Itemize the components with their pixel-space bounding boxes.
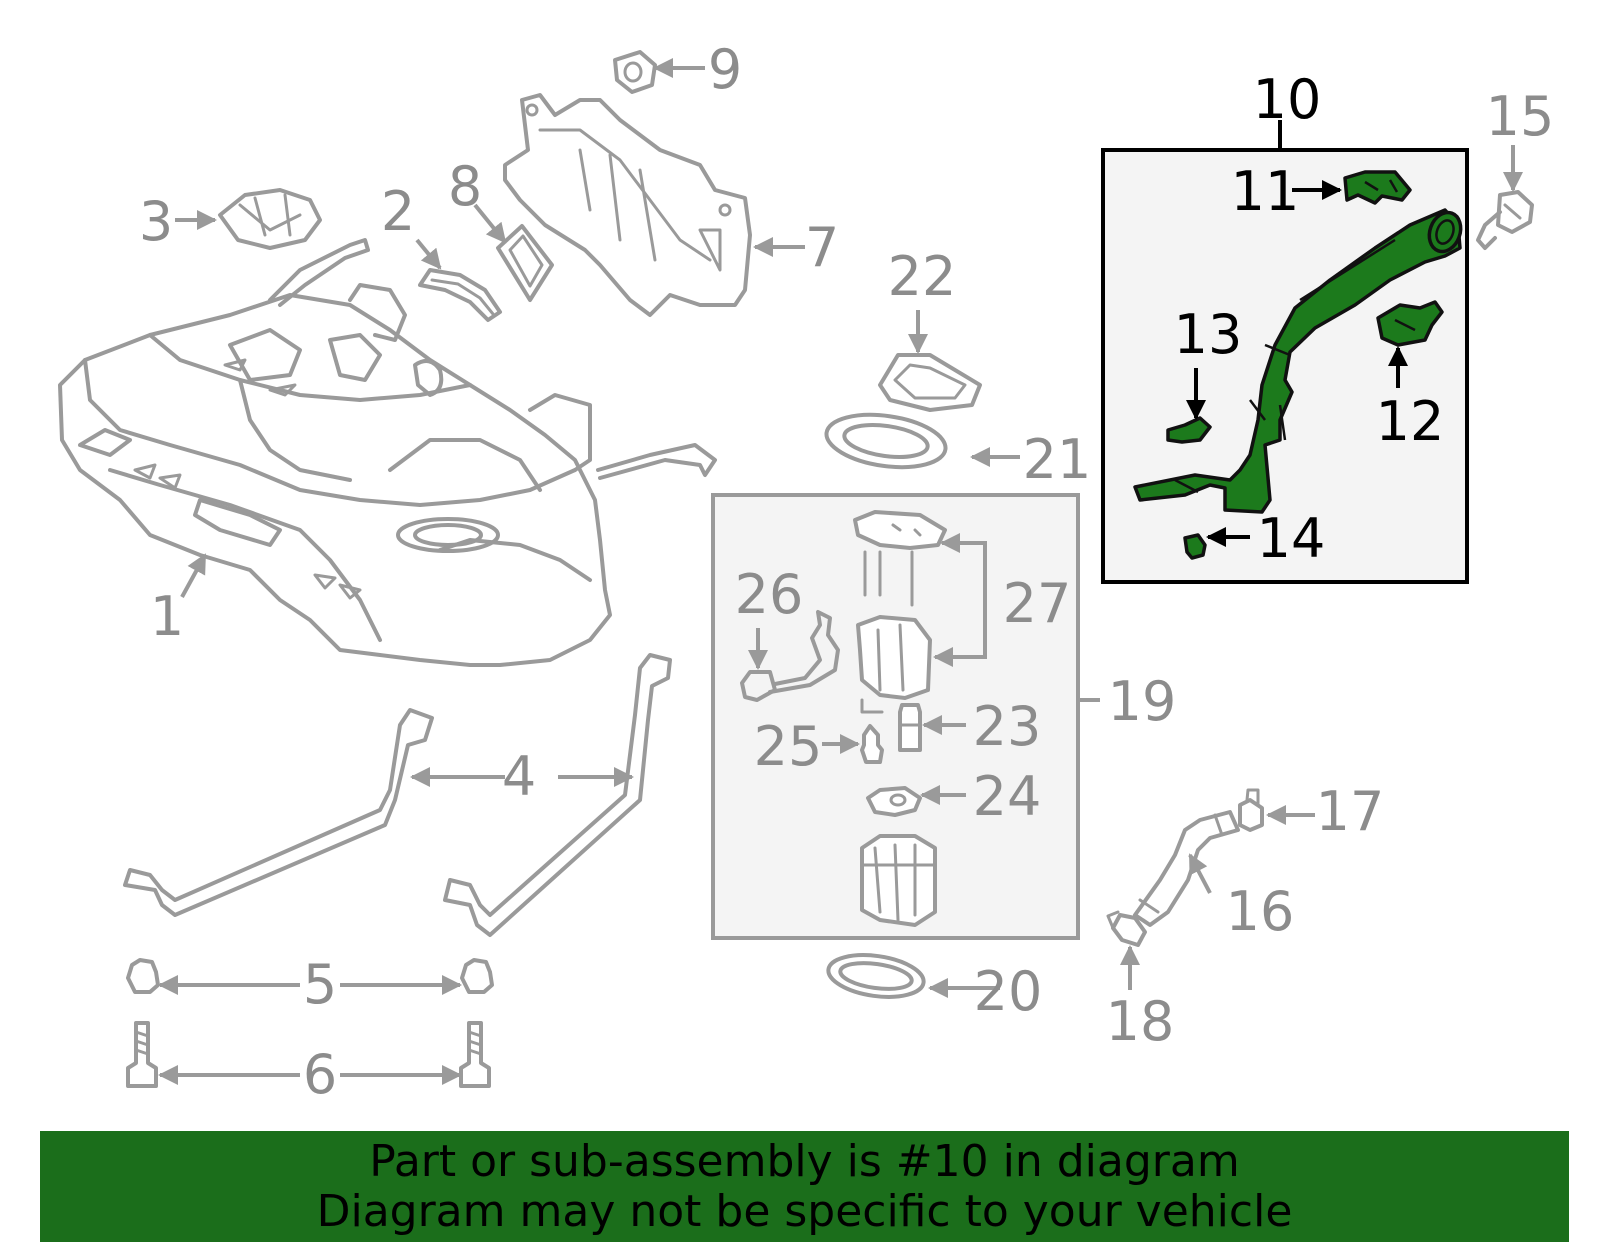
callout-3: 3: [139, 190, 173, 253]
part-15-fuel-cap: [1476, 190, 1534, 250]
callout-5: 5: [303, 953, 337, 1016]
part-11-bracket: [1343, 170, 1412, 205]
part-24-seal: [866, 786, 922, 817]
part-2-shape: [418, 268, 502, 322]
part-16-hose: [1133, 810, 1240, 927]
part-20-gasket: [826, 953, 926, 999]
leader-lines: [158, 58, 1523, 1085]
info-banner-background: [40, 1131, 1569, 1242]
callout-8: 8: [448, 155, 482, 218]
part-21-gasket: [824, 412, 948, 470]
part-10-filler-pipe: [1133, 208, 1463, 514]
banner-line-2: Diagram may not be specific to your vehi…: [316, 1185, 1293, 1237]
part-25-regulator: [860, 724, 884, 764]
callout-10: 10: [1253, 68, 1322, 131]
callout-6: 6: [303, 1043, 337, 1106]
part-8-shape: [496, 224, 554, 302]
callout-15: 15: [1486, 85, 1555, 148]
callout-1: 1: [150, 585, 184, 648]
callout-16: 16: [1226, 880, 1295, 943]
part-12-bracket: [1376, 300, 1444, 347]
callout-7: 7: [805, 216, 839, 279]
part-3-shape: [218, 188, 322, 250]
part-6-bolts: [126, 1021, 491, 1088]
callout-14: 14: [1257, 507, 1326, 570]
callout-23: 23: [973, 695, 1042, 758]
callout-24: 24: [973, 765, 1042, 828]
part-4-left-strap: [123, 708, 434, 917]
callout-26: 26: [735, 563, 804, 626]
callout-12: 12: [1376, 390, 1445, 453]
info-banner: Part or sub-assembly is #10 in diagram D…: [40, 1131, 1569, 1242]
banner-line-1: Part or sub-assembly is #10 in diagram: [369, 1135, 1240, 1187]
part-19-reservoir: [860, 834, 937, 927]
fuel-tank-part: [58, 238, 717, 667]
callout-9: 9: [708, 38, 742, 101]
part-23-filter: [898, 703, 922, 752]
part-22-shape: [878, 353, 982, 412]
callout-18: 18: [1106, 990, 1175, 1053]
callout-labels: 1 2 3 4 5 6 7 8 9 10 11 12 13 14 15 16 1…: [139, 38, 1555, 1106]
part-5-nuts: [126, 958, 494, 994]
callout-2: 2: [381, 180, 415, 243]
callout-27: 27: [1003, 572, 1072, 635]
part-18-clamp: [1106, 910, 1147, 947]
callout-25: 25: [754, 715, 823, 778]
part-17-clamp: [1238, 788, 1264, 832]
callout-4: 4: [502, 745, 536, 808]
callout-13: 13: [1174, 303, 1243, 366]
callout-11: 11: [1231, 160, 1300, 223]
part-4-right-strap: [443, 653, 672, 937]
part-26-harness: [740, 610, 840, 702]
part-13-clip: [1166, 416, 1212, 444]
part-7-shape: [503, 93, 752, 317]
callout-22: 22: [888, 245, 957, 308]
callout-21: 21: [1023, 428, 1092, 491]
part-27-pump-bracket: [853, 510, 947, 714]
part-9-shape: [613, 50, 657, 94]
part-14-clip: [1183, 533, 1207, 560]
callout-17: 17: [1316, 780, 1385, 843]
callout-20: 20: [974, 960, 1043, 1023]
callout-19: 19: [1108, 670, 1177, 733]
